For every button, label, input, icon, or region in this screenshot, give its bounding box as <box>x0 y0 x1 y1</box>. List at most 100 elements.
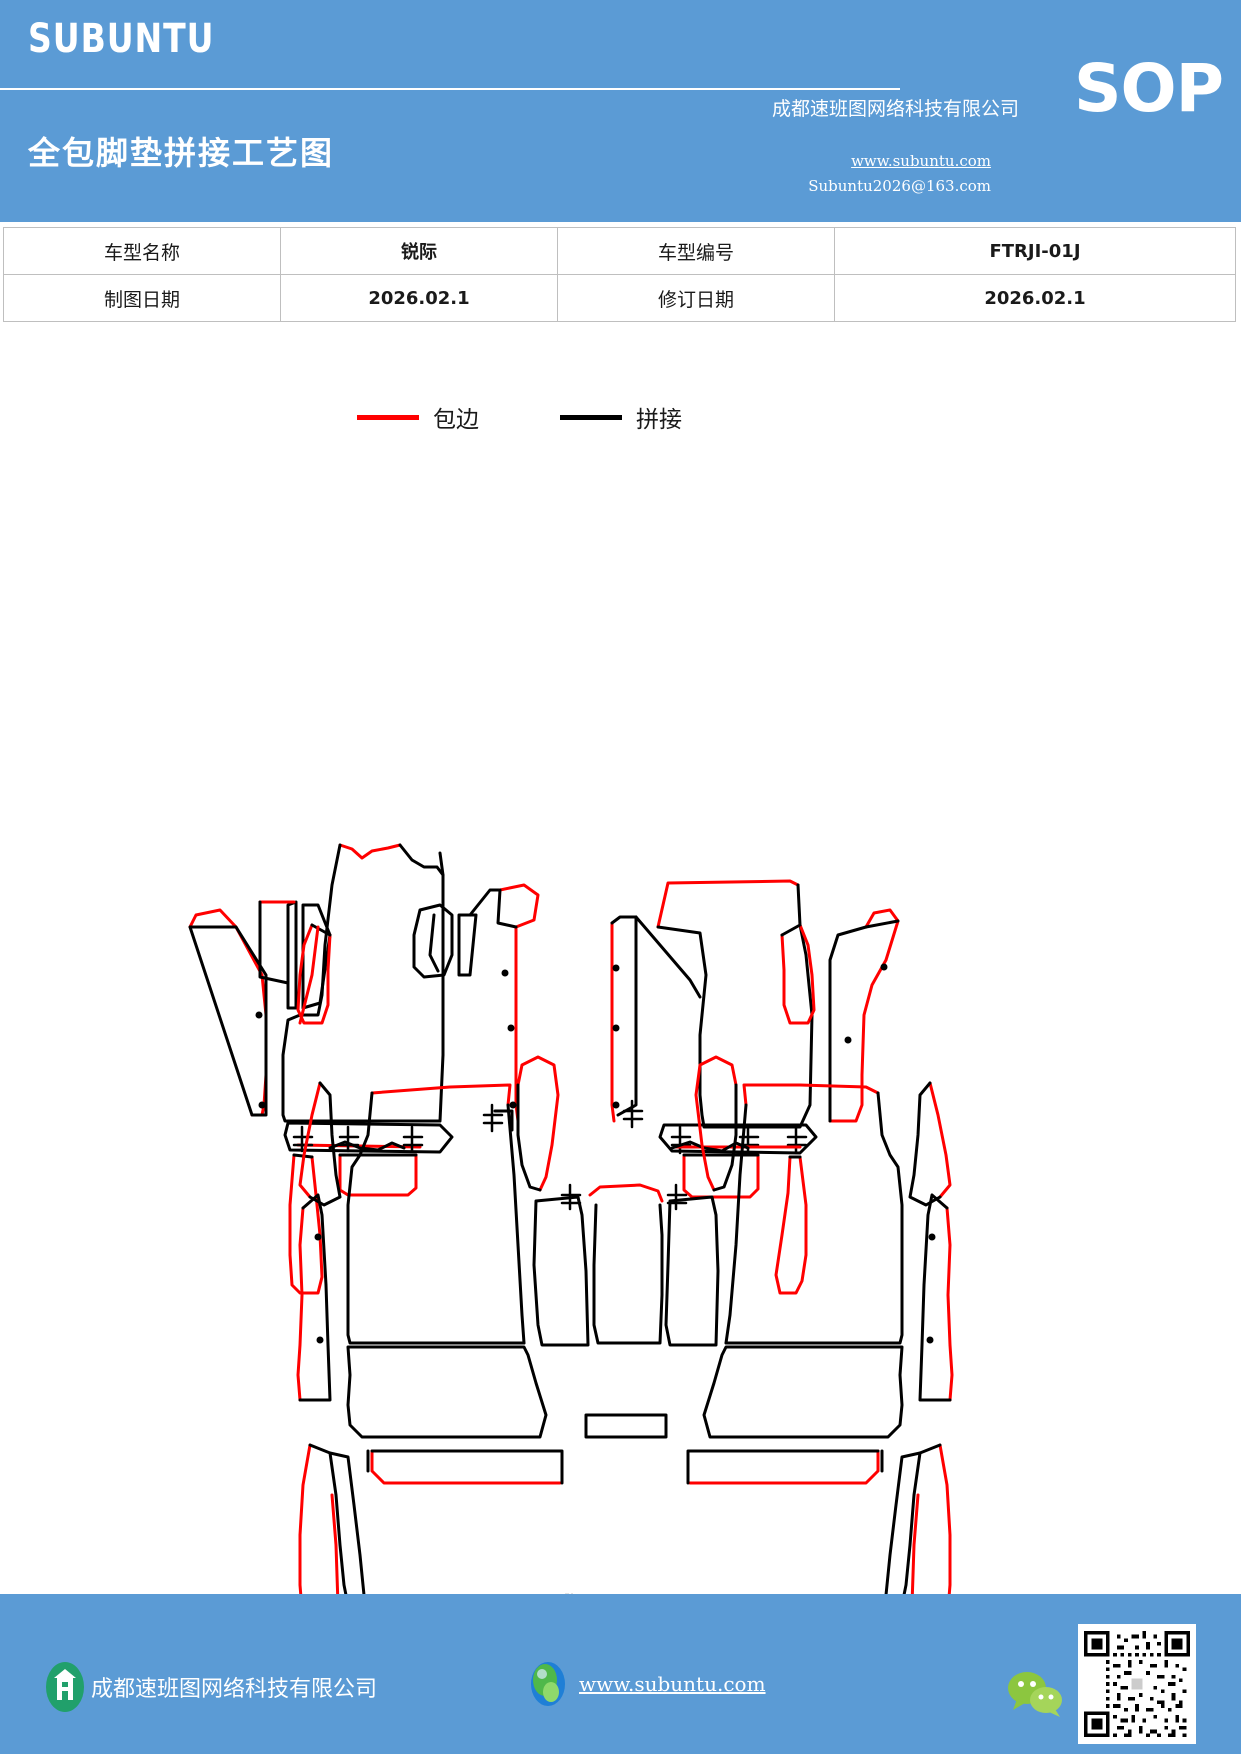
front-left-sill-binding-line <box>188 908 268 1117</box>
rear-right-pillar-outline <box>908 1081 942 1207</box>
rear-left-flap-inner <box>328 1451 366 1595</box>
cell-model-name-label: 车型名称 <box>3 227 281 275</box>
fastener-dot <box>316 1336 324 1344</box>
fastener-dot <box>926 1336 934 1344</box>
rear-left-tunnel-panel <box>532 1195 590 1347</box>
fastener-dot <box>612 1024 620 1032</box>
fastener-dot <box>612 964 620 972</box>
fastener-dot <box>507 1024 515 1032</box>
cell-model-name-value: 锐际 <box>280 227 558 275</box>
rear-right-mat-outline <box>724 1091 904 1345</box>
cell-draw-date-label: 制图日期 <box>3 274 281 322</box>
rear-left-bottom-strip-binding <box>370 1449 562 1485</box>
front-row-left-mat-group <box>188 843 540 1295</box>
front-left-mat-top-binding <box>338 843 402 860</box>
front-left-mat-outline <box>281 843 445 1123</box>
cell-revise-date-label: 修订日期 <box>557 274 835 322</box>
rear-left-piece-a <box>298 925 320 1025</box>
rear-left-tunnel-side-binding <box>516 1055 560 1192</box>
fastener-dot <box>880 963 888 971</box>
vehicle-info-table: 车型名称 锐际 车型编号 FTRJI-01J 制图日期 2026.02.1 修订… <box>3 227 1236 322</box>
legend-swatch-black-icon <box>560 414 622 420</box>
footer-company-block: 成都速班图网络科技有限公司 <box>45 1660 377 1714</box>
front-left-heel-pad <box>283 1121 454 1154</box>
front-right-inner-diagonal <box>634 915 702 999</box>
fastener-dot <box>255 1011 263 1019</box>
rear-right-drop-strip-top <box>780 923 802 937</box>
header-website-link[interactable]: www.subuntu.com <box>851 152 991 170</box>
front-left-tub-binding <box>338 1153 418 1197</box>
front-left-inner-sill-edge <box>496 888 518 929</box>
front-left-inner-seam-mark <box>482 1103 504 1133</box>
rear-right-drop-strip-binding <box>780 923 816 1025</box>
rear-left-pillar-outline <box>308 1081 342 1207</box>
drawing-legend: 包边 拼接 <box>0 400 1241 436</box>
footer-website-link[interactable]: www.subuntu.com <box>579 1672 766 1696</box>
fastener-dot <box>928 1233 936 1241</box>
legend-item-splice: 拼接 <box>560 400 682 434</box>
rear-left-sill-outline <box>298 1193 332 1402</box>
front-left-narrow-panel-a-edge <box>258 900 290 985</box>
front-left-narrow-panel-a <box>286 900 298 1010</box>
rear-left-flap-outline <box>308 1443 348 1595</box>
front-right-mat-outline <box>656 883 814 1129</box>
rear-right-mat-top-binding <box>742 1083 880 1107</box>
front-right-drop-strip-binding <box>774 1155 808 1295</box>
rear-left-bottom-strip-outline <box>370 1449 564 1485</box>
front-right-tub-binding <box>682 1153 760 1199</box>
front-left-tub-contour <box>328 1140 406 1152</box>
rear-center-small-rect <box>584 1413 668 1439</box>
rear-right-pillar-binding <box>928 1081 952 1199</box>
front-left-inner-upper-edge <box>468 888 502 917</box>
fastener-dot <box>314 1233 322 1241</box>
front-row-right-mat-group <box>610 879 900 1295</box>
brand-logo: SUBUNTU <box>28 16 215 62</box>
rear-center-tunnel-panel <box>592 1203 664 1345</box>
rear-left-sill-binding <box>296 1206 305 1402</box>
front-center-pillar-piece <box>412 903 454 979</box>
legend-label-splice: 拼接 <box>636 407 682 433</box>
rear-left-mat-outline <box>346 1091 526 1345</box>
front-center-pillar-fold <box>428 913 440 973</box>
table-row: 车型名称 锐际 车型编号 FTRJI-01J <box>3 227 1236 275</box>
header-email[interactable]: Subuntu2026@163.com <box>808 177 991 195</box>
front-left-inner-corner <box>493 1109 514 1132</box>
front-left-inner-strip <box>457 913 478 977</box>
cell-revise-date-value: 2026.02.1 <box>834 274 1236 322</box>
legend-item-binding: 包边 <box>357 400 479 434</box>
rear-right-tunnel-panel <box>664 1195 720 1347</box>
mat-pattern-svg <box>188 843 954 1595</box>
footer-website-block[interactable]: www.subuntu.com <box>525 1660 766 1708</box>
globe-icon <box>531 1662 565 1706</box>
front-left-inner-sill-binding <box>498 883 540 1123</box>
rear-right-bottom-strip-binding <box>688 1449 880 1485</box>
legend-swatch-red-icon <box>357 414 419 420</box>
rear-left-lower-panel <box>346 1345 548 1439</box>
front-right-sill-binding <box>828 908 900 1123</box>
table-row: 制图日期 2026.02.1 修订日期 2026.02.1 <box>3 274 1236 322</box>
rear-left-drop-strip-top <box>310 923 332 937</box>
fastener-dot <box>509 1101 517 1109</box>
cell-model-code-value: FTRJI-01J <box>834 227 1236 275</box>
fastener-dot <box>844 1036 852 1044</box>
rear-right-flap-outline <box>902 1443 942 1595</box>
front-right-sill-top <box>864 919 900 929</box>
qr-code-pattern <box>1084 1631 1190 1737</box>
building-icon <box>46 1662 84 1712</box>
fastener-dot <box>258 1101 266 1109</box>
rear-right-tunnel-side-binding <box>694 1055 738 1192</box>
header-divider <box>0 88 900 90</box>
floor-mat-technical-drawing <box>0 415 1241 1595</box>
rear-row-mat-group <box>296 923 954 1595</box>
fastener-dot <box>501 969 509 977</box>
qr-code <box>1078 1624 1196 1744</box>
front-right-heel-pad <box>658 1123 818 1155</box>
page-title: 全包脚垫拼接工艺图 <box>28 134 335 172</box>
legend-label-binding: 包边 <box>433 407 479 433</box>
rear-left-tunnel-side-edge <box>516 1083 542 1192</box>
page-header: SUBUNTU 全包脚垫拼接工艺图 成都速班图网络科技有限公司 www.subu… <box>0 0 1241 222</box>
rear-right-bottom-strip-outline <box>686 1449 880 1485</box>
front-left-mat-top-right-edge <box>398 843 445 877</box>
front-right-tub-contour <box>670 1140 750 1153</box>
